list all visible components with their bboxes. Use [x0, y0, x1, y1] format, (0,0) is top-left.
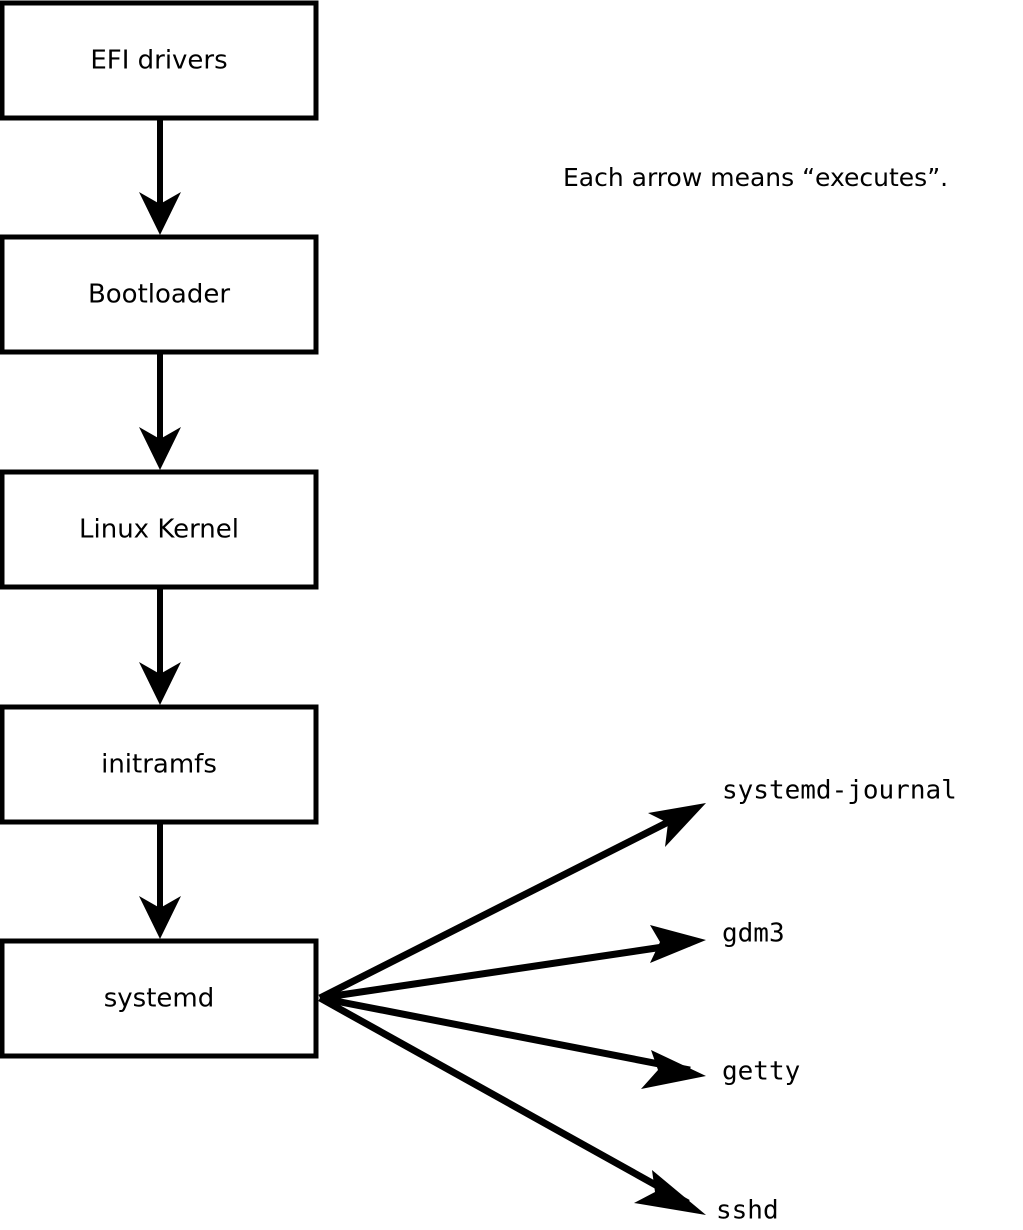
node-box[interactable]	[0, 704, 319, 825]
service-arrow-gdm3	[319, 925, 706, 1002]
node-box[interactable]	[0, 0, 319, 121]
node-initramfs[interactable]: initramfs	[0, 704, 319, 825]
arrowhead-down-icon	[139, 662, 181, 705]
service-label-getty: getty	[722, 1057, 800, 1087]
node-label: Bootloader	[88, 280, 230, 310]
arrowhead-right-icon	[641, 1050, 706, 1089]
arrowhead-down-icon	[139, 896, 181, 939]
chain-arrow-initramfs-to-systemd	[139, 822, 181, 939]
node-box[interactable]	[0, 234, 319, 355]
annotation-text: Each arrow means “executes”.	[563, 163, 948, 192]
node-box[interactable]	[0, 938, 319, 1059]
service-label-sshd: sshd	[716, 1196, 779, 1226]
service-arrow-systemd-journal	[318, 803, 706, 1002]
chain-arrow-efi-to-bootloader	[139, 118, 181, 235]
arrowhead-down-icon	[139, 192, 181, 235]
service-arrow-shaft	[319, 994, 691, 1074]
node-linux-kernel[interactable]: Linux Kernel	[0, 469, 319, 590]
service-arrow-shaft	[319, 939, 691, 1002]
service-arrow-sshd	[318, 994, 706, 1215]
service-label-systemd-journal: systemd-journal	[722, 776, 957, 806]
service-arrow-shaft	[318, 994, 690, 1207]
chain-arrow-bootloader-to-kernel	[139, 352, 181, 470]
chain-arrow-kernel-to-initramfs	[139, 587, 181, 705]
node-label: initramfs	[101, 750, 217, 780]
node-label: EFI drivers	[90, 46, 227, 76]
arrowhead-right-icon	[648, 803, 706, 847]
node-label: Linux Kernel	[79, 515, 239, 545]
arrowhead-right-icon	[634, 1170, 706, 1215]
node-systemd[interactable]: systemd	[0, 938, 319, 1059]
arrowhead-right-icon	[650, 925, 706, 963]
node-label: systemd	[104, 984, 215, 1014]
arrowhead-down-icon	[139, 427, 181, 470]
service-arrow-shaft	[318, 808, 690, 1002]
node-bootloader[interactable]: Bootloader	[0, 234, 319, 355]
node-box[interactable]	[0, 469, 319, 590]
node-efi-drivers[interactable]: EFI drivers	[0, 0, 319, 121]
service-arrow-getty	[319, 994, 706, 1089]
service-label-gdm3: gdm3	[722, 919, 785, 949]
